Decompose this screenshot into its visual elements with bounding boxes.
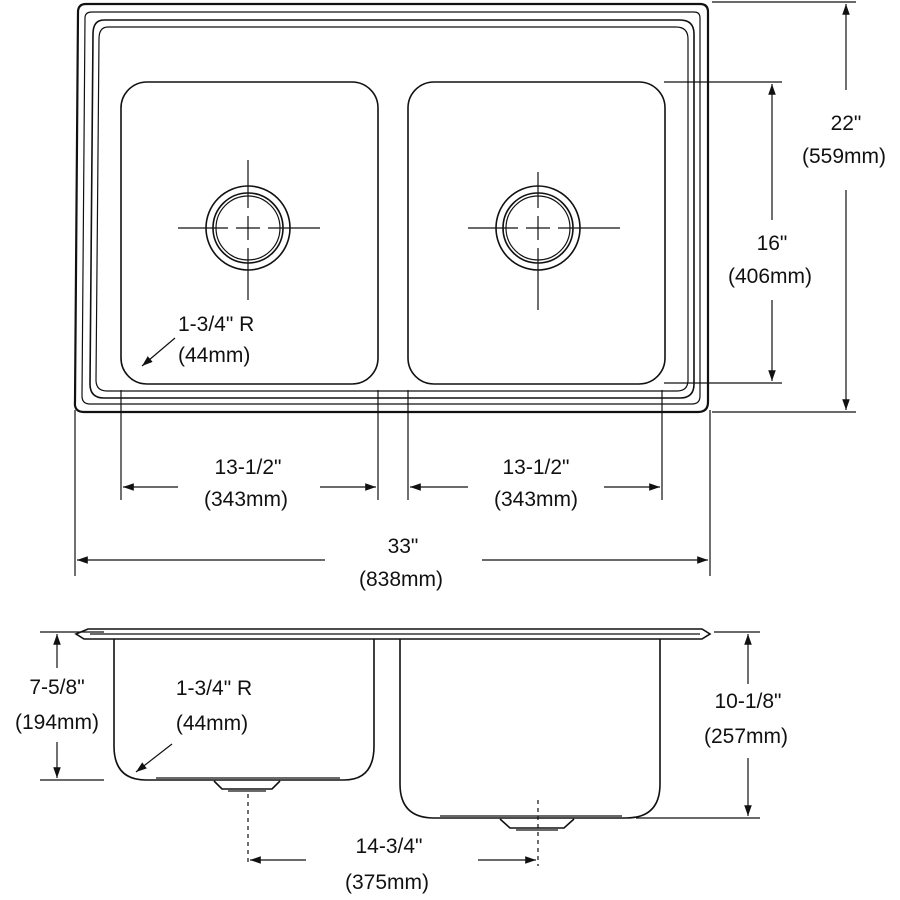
left-bowl-height-metric: (194mm)	[15, 711, 99, 734]
bowl-depth-imperial: 16"	[757, 232, 788, 255]
right-drain	[468, 172, 620, 310]
sink-flange	[74, 628, 712, 640]
left-bowl-profile	[113, 639, 375, 781]
corner-radius-callout-side: 1-3/4" R (44mm)	[135, 677, 252, 773]
right-bowl-height-metric: (257mm)	[704, 725, 788, 748]
overall-width-dimension: 33" (838mm)	[74, 410, 711, 591]
right-drain-body	[499, 818, 575, 829]
drain-spacing-imperial: 14-3/4"	[356, 835, 423, 858]
overall-depth-imperial: 22"	[831, 112, 862, 135]
bowl-depth-metric: (406mm)	[728, 265, 812, 288]
bowl-depth-dimension: 16" (406mm)	[664, 81, 812, 384]
top-view: 22" (559mm) 16" (406mm) 1-3/4" R (44mm) …	[73, 1, 886, 591]
right-bowl-height-imperial: 10-1/8"	[715, 690, 782, 713]
left-bowl-height-imperial: 7-5/8"	[29, 676, 84, 699]
right-bowl	[407, 81, 666, 385]
left-drain-body	[213, 780, 281, 790]
sink-outer-rim	[73, 2, 710, 414]
left-bowl-width-dimension: 13-1/2" (343mm)	[120, 390, 379, 511]
drain-spacing-dimension: 14-3/4" (375mm)	[250, 835, 536, 894]
sink-deck-line	[89, 19, 695, 399]
drain-spacing-metric: (375mm)	[345, 871, 429, 894]
right-bowl-width-metric: (343mm)	[494, 488, 578, 511]
left-bowl-width-imperial: 13-1/2"	[215, 456, 282, 479]
corner-radius-callout-top: 1-3/4" R (44mm)	[141, 313, 254, 367]
right-bowl-width-dimension: 13-1/2" (343mm)	[407, 390, 663, 511]
right-bowl-width-imperial: 13-1/2"	[503, 456, 570, 479]
side-view: 7-5/8" (194mm) 1-3/4" R (44mm) 10-1/8" (…	[15, 628, 788, 894]
left-bowl-height-dimension: 7-5/8" (194mm)	[15, 631, 104, 781]
corner-radius-side-metric: (44mm)	[176, 712, 248, 735]
corner-radius-top-imperial: 1-3/4" R	[178, 313, 254, 336]
overall-width-imperial: 33"	[388, 535, 419, 558]
right-bowl-height-dimension: 10-1/8" (257mm)	[636, 631, 788, 819]
sink-rim-inner-line	[81, 11, 701, 405]
left-bowl-width-metric: (343mm)	[204, 488, 288, 511]
left-bowl	[120, 81, 379, 385]
corner-radius-side-imperial: 1-3/4" R	[176, 677, 252, 700]
left-drain	[178, 160, 320, 300]
overall-depth-metric: (559mm)	[802, 145, 886, 168]
corner-radius-top-metric: (44mm)	[178, 344, 250, 367]
right-bowl-profile	[399, 639, 661, 819]
sink-deck-line-2	[95, 26, 689, 392]
overall-depth-dimension: 22" (559mm)	[712, 1, 886, 413]
overall-width-metric: (838mm)	[359, 568, 443, 591]
